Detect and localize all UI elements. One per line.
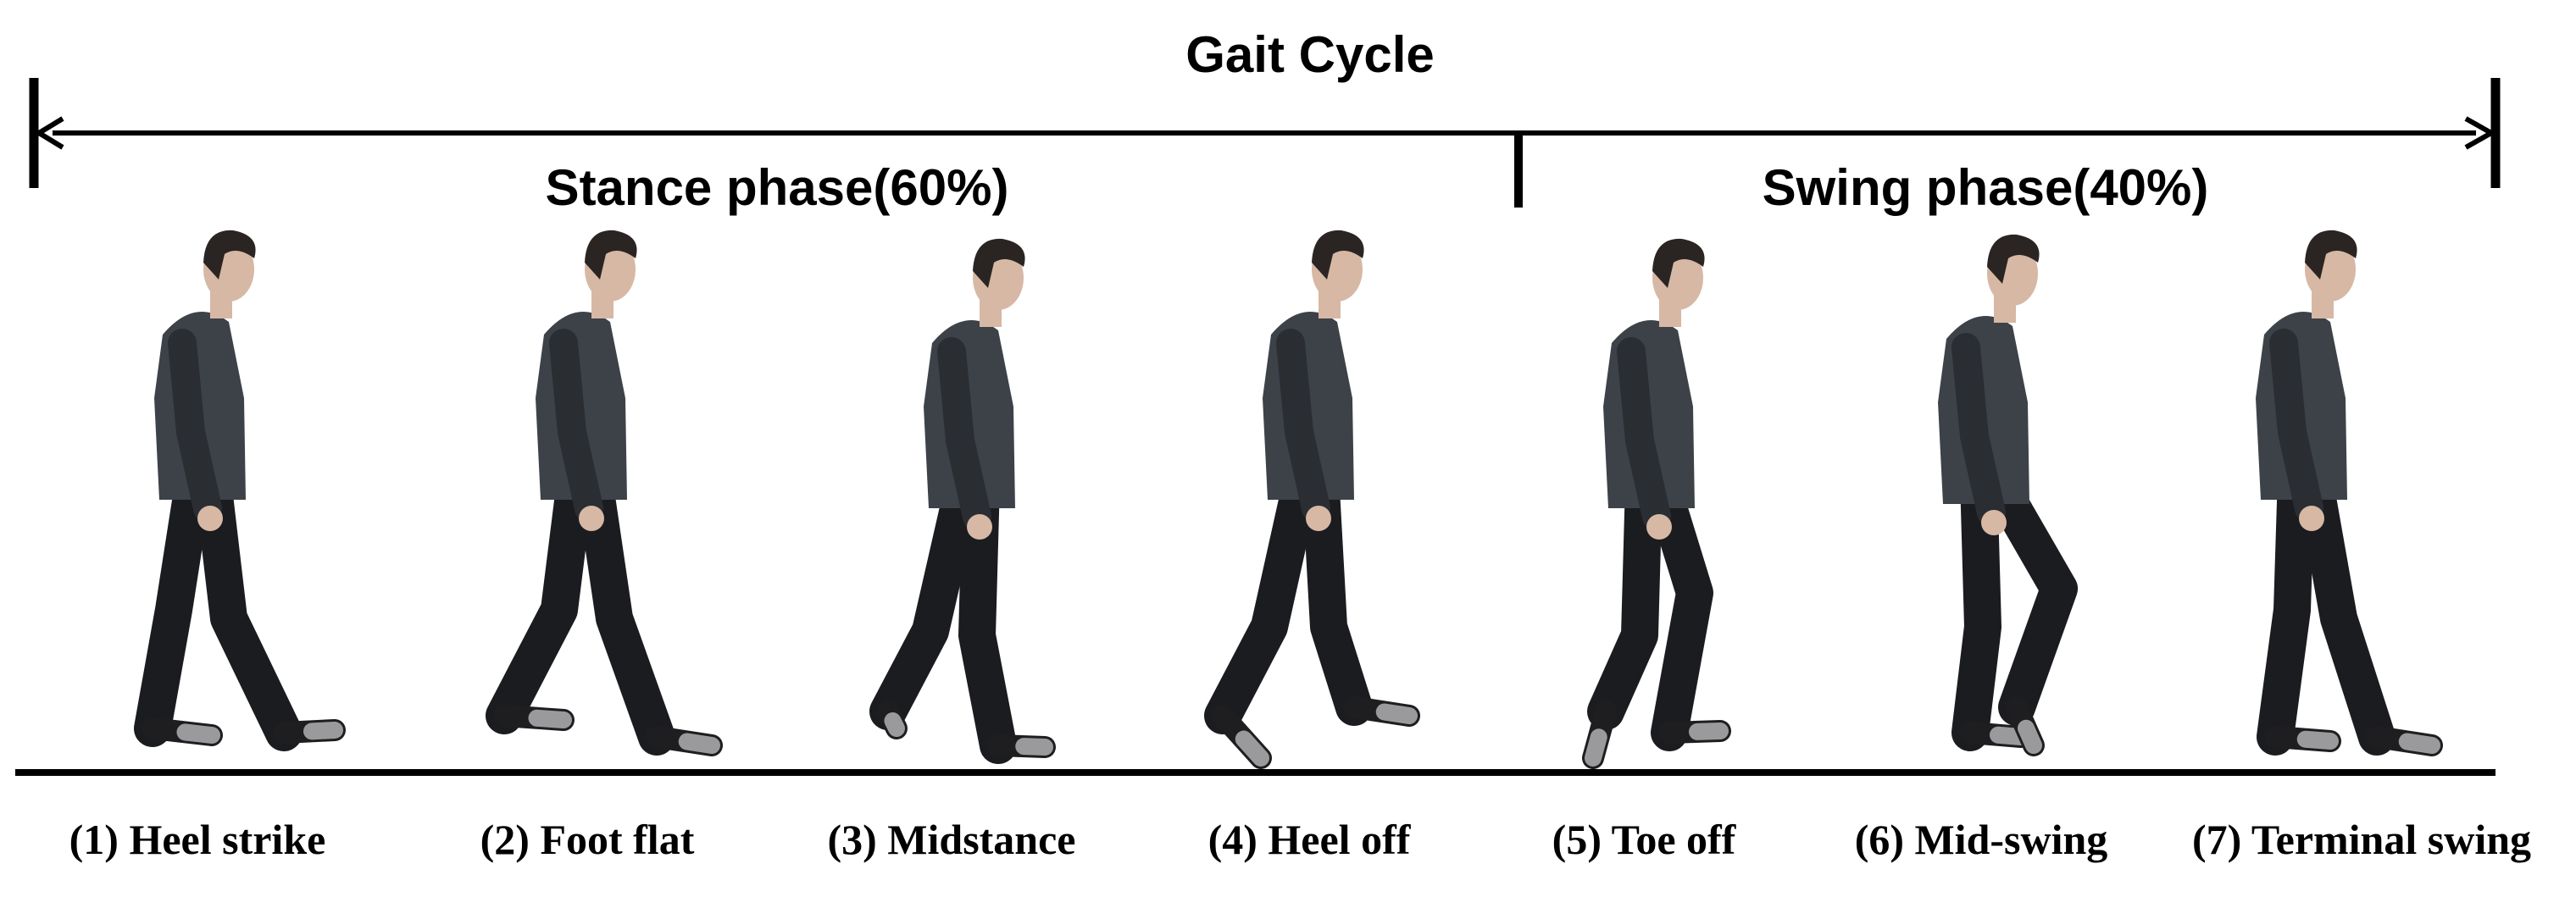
stance-phase-label: Stance phase(60%) (546, 159, 1009, 216)
back-sock-accent (2296, 730, 2339, 750)
front-sock-accent (1015, 738, 1053, 756)
back-sock-accent (1585, 728, 1607, 767)
stage-label-foot-flat: (2) Foot flat (480, 816, 695, 863)
back-leg (1204, 456, 1322, 734)
walking-figure-terminal-swing (2256, 230, 2443, 756)
back-leg (486, 456, 595, 734)
right-arrowhead (2464, 116, 2497, 150)
back-sock-accent (1990, 726, 2029, 745)
hand (579, 506, 604, 531)
hair (973, 238, 1025, 288)
back-leg (1587, 464, 1663, 730)
back-sock-accent (176, 723, 220, 744)
walking-figure-toe-off (1582, 238, 1731, 769)
arm (1951, 333, 2006, 527)
walking-figure-foot-flat (486, 230, 723, 756)
hair (2305, 230, 2357, 280)
stage-label-midstance: (3) Midstance (828, 816, 1076, 863)
diagram-title: Gait Cycle (1185, 26, 1434, 83)
arm (2269, 329, 2323, 523)
front-sock-accent (1689, 723, 1729, 740)
stage-label-mid-swing: (6) Mid-swing (1855, 816, 2108, 863)
hand (1646, 514, 1672, 540)
arm (549, 329, 603, 523)
walking-figure-midstance (869, 238, 1056, 764)
front-leg (1642, 464, 1713, 751)
hair (1312, 230, 1364, 280)
hair (1987, 234, 2040, 284)
front-sock-accent (678, 733, 720, 754)
back-leg (2257, 456, 2315, 756)
front-sock-accent (2398, 733, 2440, 754)
front-sock-accent (2018, 719, 2042, 754)
back-sock-accent (884, 712, 905, 737)
hand (197, 506, 223, 531)
walking-figure-heel-off (1204, 230, 1420, 769)
stage-label-heel-off: (4) Heel off (1208, 816, 1412, 863)
front-sock-accent (303, 722, 343, 740)
back-sock-accent (1235, 730, 1269, 767)
arm (1617, 337, 1671, 531)
swing-phase-label: Swing phase(40%) (1763, 159, 2209, 216)
arm (168, 329, 222, 523)
hair (1652, 238, 1705, 288)
stage-label-heel-strike: (1) Heel strike (69, 816, 326, 863)
hair (585, 230, 637, 280)
hand (1981, 510, 2007, 535)
walking-figure-heel-strike (134, 230, 346, 751)
hair (203, 230, 256, 280)
back-sock-accent (528, 709, 572, 728)
arm (937, 337, 991, 531)
back-leg (869, 464, 983, 730)
left-arrowhead (34, 116, 64, 150)
hand (967, 514, 992, 540)
hand (2299, 506, 2324, 531)
walking-figure-mid-swing (1938, 234, 2078, 756)
walking-figures (134, 230, 2443, 769)
hand (1306, 506, 1331, 531)
front-sock-accent (1375, 703, 1418, 724)
front-leg (193, 456, 303, 751)
arm (1276, 329, 1330, 523)
front-leg (1977, 460, 2078, 726)
gait-cycle-span-arrow (29, 78, 2501, 208)
back-leg (134, 456, 214, 747)
stage-label-terminal-swing: (7) Terminal swing (2192, 816, 2531, 863)
back-leg (1951, 460, 2001, 751)
stage-label-toe-off: (5) Toe off (1552, 816, 1737, 863)
